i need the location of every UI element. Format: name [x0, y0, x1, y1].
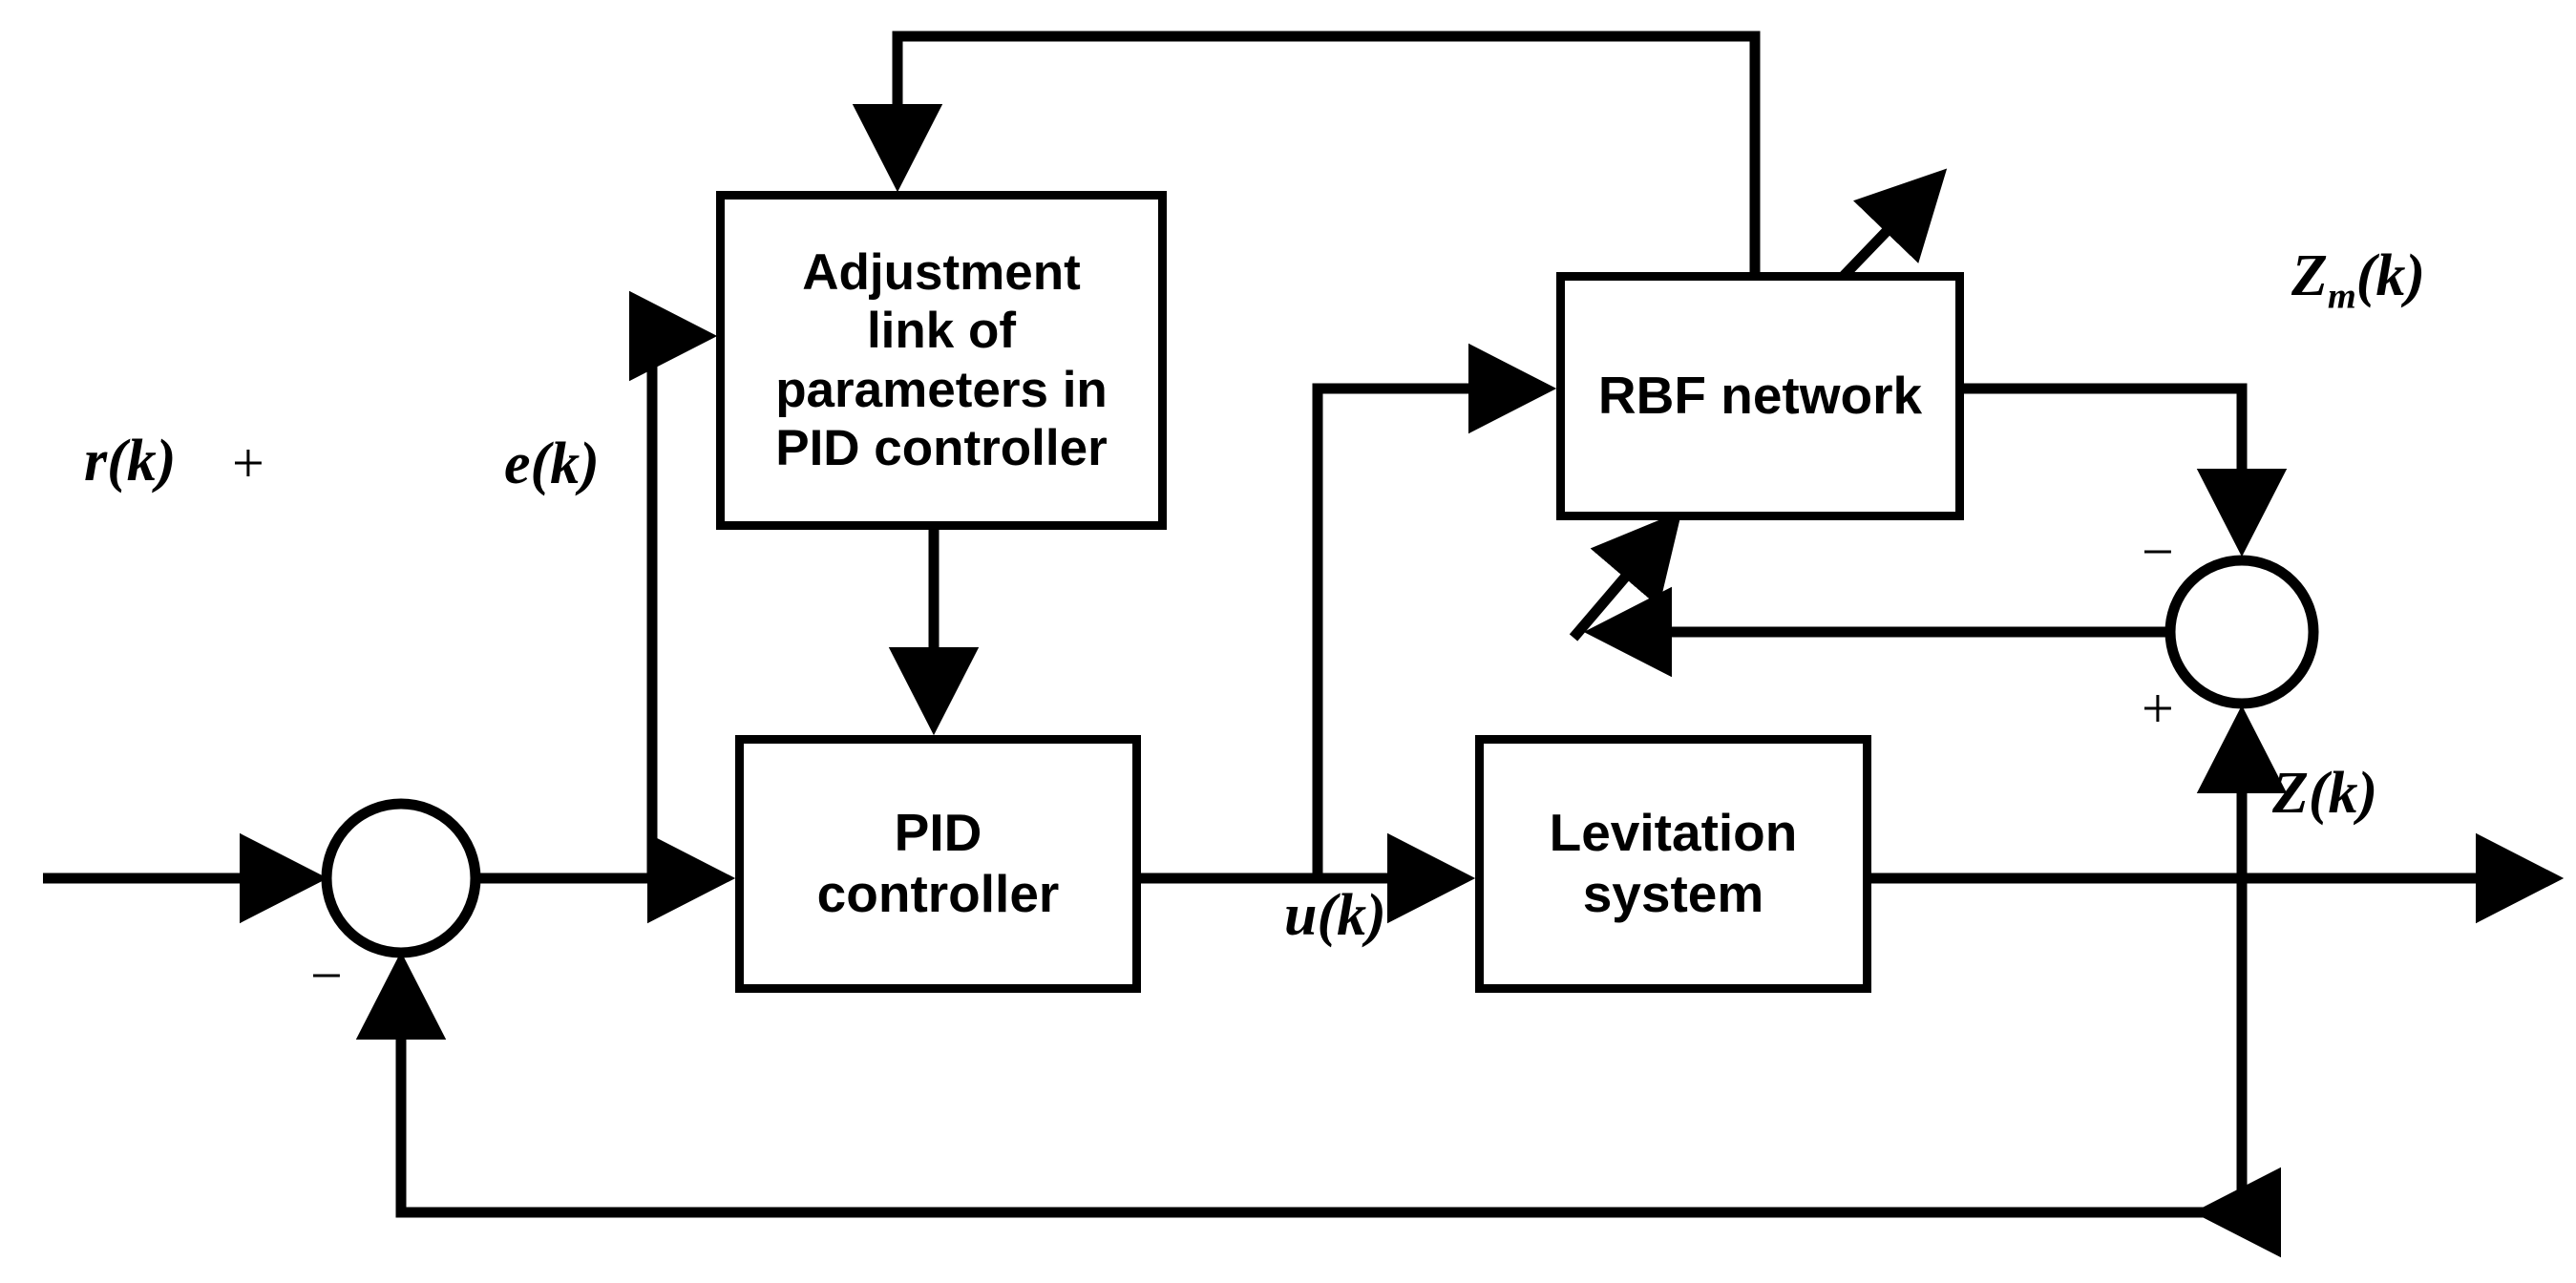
block-rbf-label: RBF network: [1597, 366, 1923, 426]
signal-label-plant-output: Z(k): [2272, 761, 2378, 826]
wire-rbf-learn-in: [1569, 510, 1682, 642]
wire-u-branch-to-rbf: [1312, 343, 1557, 878]
wire-rbf-adapt-out: [1839, 168, 1948, 281]
signal-label-error: e(k): [504, 431, 600, 496]
block-pid-controller[interactable]: PID controller: [735, 735, 1141, 993]
block-levitation-system[interactable]: Levitation system: [1475, 735, 1871, 993]
sign-minus-left-junction: −: [310, 944, 343, 1007]
sum-junction-left: [321, 798, 481, 958]
wire-top-feedback: [852, 31, 1761, 272]
signal-label-control-input: u(k): [1284, 883, 1386, 948]
block-adjustment-link-of-parameters[interactable]: Adjustment link of parameters in PID con…: [716, 191, 1167, 530]
block-rbf-network[interactable]: RBF network: [1556, 272, 1964, 520]
block-levitation-label: Levitation system: [1549, 803, 1798, 923]
sign-minus-right-junction: −: [2142, 520, 2174, 583]
branch-dot-error: [646, 873, 658, 884]
block-adjustment-label: Adjustment link of parameters in PID con…: [775, 243, 1108, 476]
sign-plus-left-junction: +: [232, 431, 264, 494]
signal-label-model-output: Zm(k): [2291, 246, 2425, 315]
block-pid-label: PID controller: [816, 803, 1060, 923]
signal-zm-base: Z: [2291, 243, 2328, 308]
wire-error-branch-up: [628, 290, 718, 878]
sign-plus-right-junction: +: [2142, 677, 2174, 740]
wire-bottom-feedback: [2192, 878, 2282, 1258]
signal-label-reference: r(k): [84, 429, 177, 494]
sum-junction-right: [2164, 555, 2319, 709]
wire-bottom-feedback-run: [355, 951, 2215, 1218]
signal-zm-tail: (k): [2355, 243, 2426, 308]
wire-rbf-to-sum: [1964, 383, 2288, 557]
signal-zm-subscript: m: [2327, 276, 2356, 317]
